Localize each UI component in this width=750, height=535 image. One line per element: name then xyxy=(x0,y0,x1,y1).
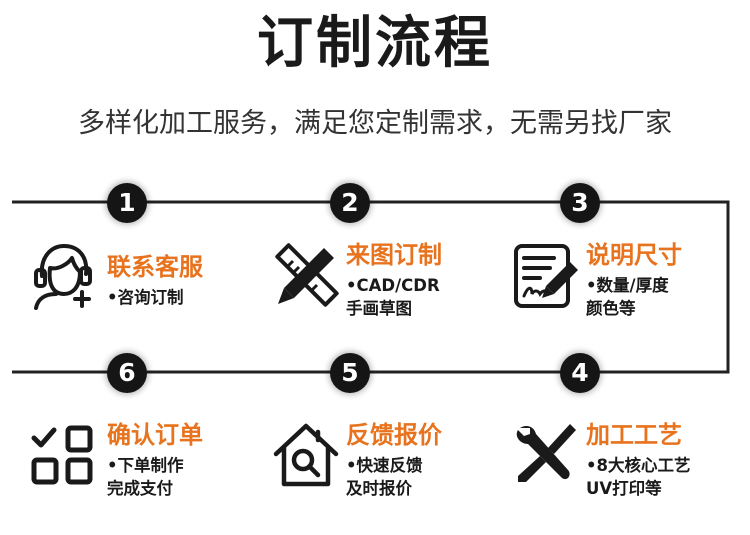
step-number-1: 1 xyxy=(107,183,147,223)
step-4-title: 加工工艺 xyxy=(586,421,682,449)
step-number-5: 5 xyxy=(330,353,370,393)
step-number-6: 6 xyxy=(107,353,147,393)
step-3-desc-line-1: •数量/厚度 xyxy=(586,276,669,295)
house-search-icon xyxy=(273,423,339,487)
step-6-title: 确认订单 xyxy=(107,421,203,449)
step-5-desc-line-1: •快速反馈 xyxy=(346,456,423,475)
step-5-title: 反馈报价 xyxy=(346,421,442,449)
step-number-2: 2 xyxy=(330,183,370,223)
step-2-desc-line-1: •CAD/CDR xyxy=(346,276,440,295)
step-5-desc: •快速反馈 及时报价 xyxy=(346,454,423,500)
step-2-desc-line-2: 手画草图 xyxy=(346,299,412,318)
customer-service-headset-icon xyxy=(34,244,92,310)
step-2-title: 来图订制 xyxy=(346,241,442,269)
step-4-desc-line-1: •8大核心工艺 xyxy=(586,456,691,475)
step-6-desc-line-2: 完成支付 xyxy=(107,479,173,498)
step-6-desc: •下单制作 完成支付 xyxy=(107,454,184,500)
page-title: 订制流程 xyxy=(257,11,493,76)
step-3-desc: •数量/厚度 颜色等 xyxy=(586,274,669,320)
page-subtitle: 多样化加工服务，满足您定制需求，无需另找厂家 xyxy=(78,108,672,139)
step-4-desc-line-2: UV打印等 xyxy=(586,479,662,498)
checklist-grid-icon xyxy=(31,425,93,485)
step-1-title: 联系客服 xyxy=(107,253,203,281)
step-6-desc-line-1: •下单制作 xyxy=(107,456,184,475)
step-1-desc-line: •咨询订制 xyxy=(107,288,184,307)
step-4-desc: •8大核心工艺 UV打印等 xyxy=(586,454,691,500)
step-1-desc: •咨询订制 xyxy=(107,286,184,309)
wrench-screwdriver-icon xyxy=(516,424,576,482)
step-2-desc: •CAD/CDR 手画草图 xyxy=(346,274,440,320)
step-number-3: 3 xyxy=(560,183,600,223)
step-5-desc-line-2: 及时报价 xyxy=(346,479,412,498)
ruler-pencil-icon xyxy=(275,243,339,307)
step-3-title: 说明尺寸 xyxy=(586,241,682,269)
step-3-desc-line-2: 颜色等 xyxy=(586,299,636,318)
document-signature-icon xyxy=(514,244,578,308)
step-number-4: 4 xyxy=(560,353,600,393)
